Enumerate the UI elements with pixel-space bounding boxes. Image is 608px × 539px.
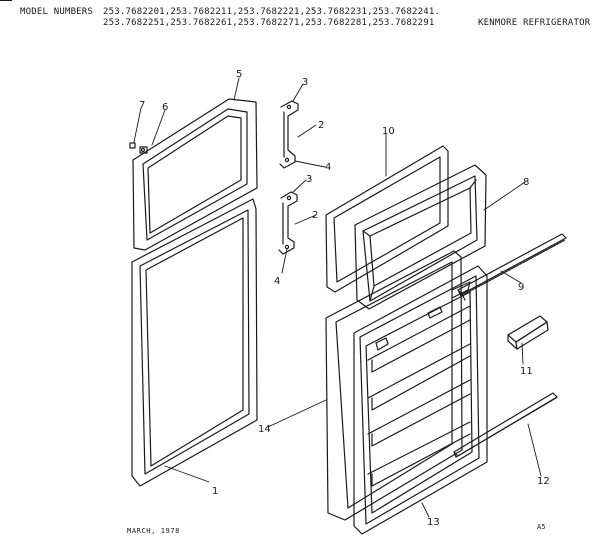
callout-3: 3 <box>302 77 308 88</box>
small-door-bin <box>507 315 549 350</box>
model-numbers-label: MODEL NUMBERS <box>20 7 94 17</box>
callout-9: 9 <box>518 282 524 293</box>
callout-2-lower: 2 <box>312 210 318 221</box>
callout-8: 8 <box>523 177 529 188</box>
callout-3-lower: 3 <box>306 174 312 185</box>
door-shelf-bar-upper <box>457 233 567 301</box>
callout-10: 10 <box>382 126 395 137</box>
callout-2: 2 <box>318 120 324 131</box>
callout-11: 11 <box>520 366 533 377</box>
fresh-food-door-gasket <box>131 198 258 487</box>
lower-door-handle-bracket <box>278 191 298 255</box>
publication-date: MARCH, 1978 <box>127 527 180 535</box>
page-code: A5 <box>537 523 546 531</box>
upper-door-handle-bracket <box>279 100 299 169</box>
gasket-screw-hardware <box>129 142 148 154</box>
freezer-door-gasket <box>132 98 258 251</box>
callout-leader-lines <box>133 77 542 518</box>
appliance-title: KENMORE REFRIGERATOR <box>478 18 591 28</box>
model-numbers-line-2: 253.7682251,253.7682261,253.7682271,253.… <box>103 18 435 28</box>
door-shelf-bar-lower <box>453 392 558 458</box>
callout-1: 1 <box>212 486 218 497</box>
callout-4: 4 <box>325 162 331 173</box>
callout-13: 13 <box>427 517 440 528</box>
model-numbers-line-1: 253.7682201,253.7682211,253.7682221,253.… <box>103 7 441 17</box>
freezer-liner-gasket-frame <box>325 145 449 293</box>
callout-5: 5 <box>236 69 242 80</box>
header-dash <box>0 0 12 1</box>
callout-7: 7 <box>139 100 145 111</box>
callout-4-lower: 4 <box>274 276 280 287</box>
callout-12: 12 <box>537 476 550 487</box>
callout-6: 6 <box>162 102 168 113</box>
callout-14: 14 <box>258 424 271 435</box>
